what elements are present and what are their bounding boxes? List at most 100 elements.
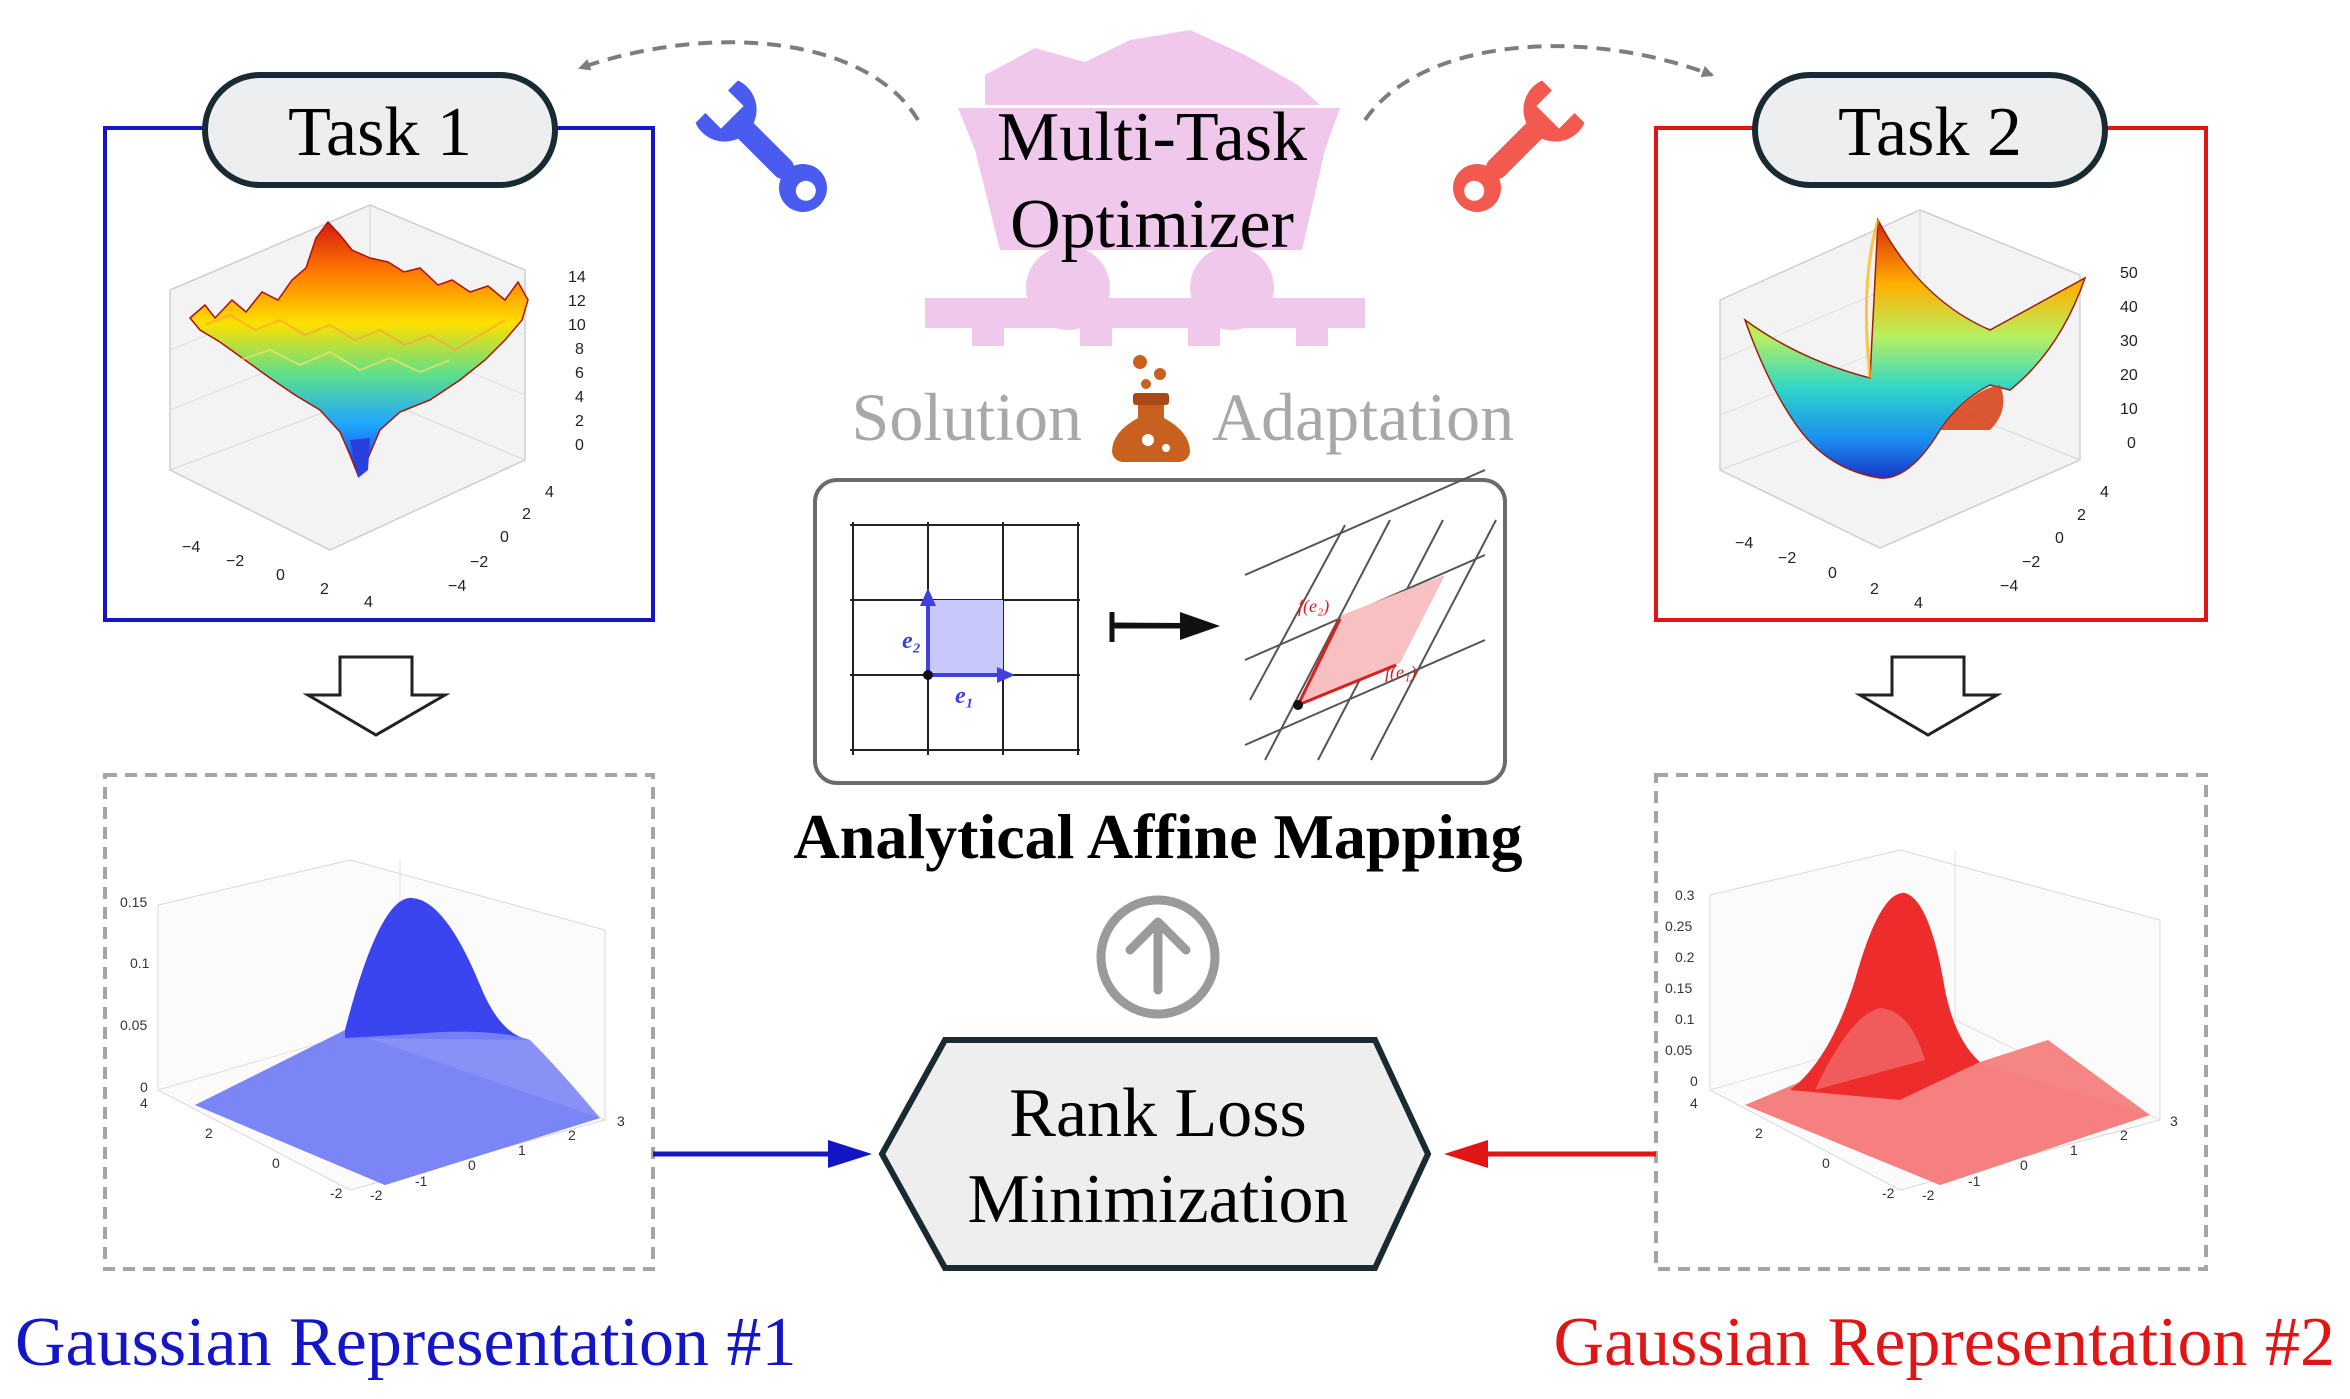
task1-ztick: 6 (575, 365, 584, 382)
gauss2-xtick: -2 (1882, 1185, 1895, 1201)
optimizer-to-task2-arrow (1363, 44, 1714, 122)
gauss1-ytick: 2 (568, 1127, 576, 1143)
task2-xtick: 0 (1828, 565, 1837, 582)
maps-to-arrow (1109, 612, 1220, 642)
solution-label: Solution (852, 379, 1083, 455)
task2-ytick: −4 (2000, 578, 2018, 595)
image-e1-arrow (1297, 663, 1397, 707)
gauss2-ztick: 0 (1690, 1073, 1698, 1089)
gauss2-xtick: 0 (1822, 1155, 1830, 1171)
task1-ztick: 12 (568, 293, 586, 310)
gauss1-ytick: 0 (468, 1157, 476, 1173)
task2-ztick: 40 (2120, 299, 2138, 316)
basis-e1-label: e₁ (955, 683, 974, 709)
gauss2-ytick: 0 (2020, 1157, 2028, 1173)
image-e2-label: f(e₂) (1298, 596, 1329, 617)
task2-xtick: −4 (1735, 535, 1753, 552)
flask-icon (1112, 355, 1190, 462)
task2-ytick: 2 (2077, 507, 2086, 524)
task2-xtick: 2 (1870, 581, 1879, 598)
task1-ytick: 0 (500, 529, 509, 546)
task2-ytick: 4 (2100, 484, 2109, 501)
task1-xtick: 0 (276, 567, 285, 584)
image-e2-arrow (1296, 618, 1342, 706)
blue-wrench-icon (695, 80, 827, 212)
gauss1-xtick: 0 (272, 1155, 280, 1171)
task1-surface (188, 220, 529, 477)
affine-mapping-title: Analytical Affine Mapping (794, 801, 1523, 872)
gauss1-caption: Gaussian Representation #1 (15, 1304, 796, 1381)
red-wrench-icon (1453, 80, 1585, 212)
gauss1-xtick: 4 (140, 1095, 148, 1111)
gauss1-ztick: 0 (140, 1079, 148, 1095)
task1-ytick: −4 (448, 578, 466, 595)
task2-ztick: 0 (2127, 435, 2136, 452)
gauss2-ztick: 0.1 (1675, 1011, 1695, 1027)
gauss1-xtick: -2 (330, 1185, 343, 1201)
mine-cart-icon (925, 30, 1365, 346)
gauss2-ztick: 0.05 (1665, 1042, 1692, 1058)
task1-ztick: 2 (575, 413, 584, 430)
task2-surface-plot: 50 40 30 20 10 0 −4 −2 0 2 4 4 2 0 −2 −4 (1719, 209, 2138, 612)
gauss1-xtick: 2 (205, 1125, 213, 1141)
basis-e2-label: e₂ (902, 628, 921, 654)
task1-ztick: 10 (568, 317, 586, 334)
task2-ytick: 0 (2055, 530, 2064, 547)
task2-ytick: −2 (2022, 554, 2040, 571)
task2-down-arrow (1854, 655, 2003, 737)
image-e1-label: f(e₁) (1385, 662, 1416, 683)
rank-loss-hexagon (878, 1037, 1432, 1271)
gauss2-ytick: -1 (1968, 1173, 1981, 1189)
gauss2-surface-plot: 0.3 0.25 0.2 0.15 0.1 0.05 0 4 2 0 -2 -2… (1665, 849, 2178, 1203)
gauss2-ztick: 0.3 (1675, 887, 1695, 903)
task1-ztick: 8 (575, 341, 584, 358)
gauss1-ytick: 1 (518, 1142, 526, 1158)
up-arrow-circle-icon (1096, 895, 1220, 1019)
gauss2-xtick: 4 (1690, 1095, 1698, 1111)
task1-xtick: −2 (226, 553, 244, 570)
task1-ztick: 4 (575, 389, 584, 406)
optimizer-line2: Optimizer (1010, 186, 1294, 263)
gauss1-surface-plot: 0.15 0.1 0.05 0 4 2 0 -2 -2 -1 0 1 2 3 (120, 859, 625, 1203)
task1-xtick: −4 (182, 539, 200, 556)
task2-xtick: 4 (1914, 595, 1923, 612)
task1-surface-plot: 14 12 10 8 6 4 2 0 −4 −2 0 2 4 4 2 0 −2 … (169, 204, 586, 611)
task1-xtick: 4 (364, 594, 373, 611)
optimizer-line1: Multi-Task (997, 99, 1307, 176)
gauss2-panel-frame (1654, 773, 2208, 1271)
gauss2-xtick: 2 (1755, 1125, 1763, 1141)
task2-ztick: 20 (2120, 367, 2138, 384)
task1-ytick: −2 (470, 554, 488, 571)
rank-loss-line2: Minimization (967, 1161, 1348, 1238)
gauss2-ytick: 2 (2120, 1127, 2128, 1143)
task2-ztick: 30 (2120, 333, 2138, 350)
optimizer-to-task1-arrow (578, 40, 920, 122)
task1-label: Task 1 (288, 94, 472, 171)
gauss2-ytick: -2 (1922, 1187, 1935, 1203)
unit-square (928, 600, 1003, 675)
task1-label-pill (202, 72, 558, 188)
gauss2-ytick: 1 (2070, 1142, 2078, 1158)
task1-ztick: 14 (568, 269, 586, 286)
task2-ztick: 50 (2120, 265, 2138, 282)
task2-ztick: 10 (2120, 401, 2138, 418)
gauss2-ztick: 0.2 (1675, 949, 1695, 965)
gauss1-ztick: 0.15 (120, 894, 147, 910)
task1-ytick: 2 (522, 506, 531, 523)
gauss1-ytick: -1 (415, 1173, 428, 1189)
task1-xtick: 2 (320, 581, 329, 598)
gauss2-ztick: 0.25 (1665, 918, 1692, 934)
task2-xtick: −2 (1778, 550, 1796, 567)
gauss2-ytick: 3 (2170, 1113, 2178, 1129)
adaptation-label: Adaptation (1212, 379, 1514, 455)
gauss1-ytick: 3 (617, 1113, 625, 1129)
task1-ztick: 0 (575, 437, 584, 454)
task1-ytick: 4 (545, 484, 554, 501)
gauss2-ztick: 0.15 (1665, 980, 1692, 996)
gauss1-ytick: -2 (370, 1187, 383, 1203)
gauss2-caption: Gaussian Representation #2 (1554, 1304, 2335, 1381)
task1-down-arrow (302, 655, 451, 737)
gauss1-ztick: 0.1 (130, 955, 150, 971)
transformed-square (1298, 575, 1445, 705)
